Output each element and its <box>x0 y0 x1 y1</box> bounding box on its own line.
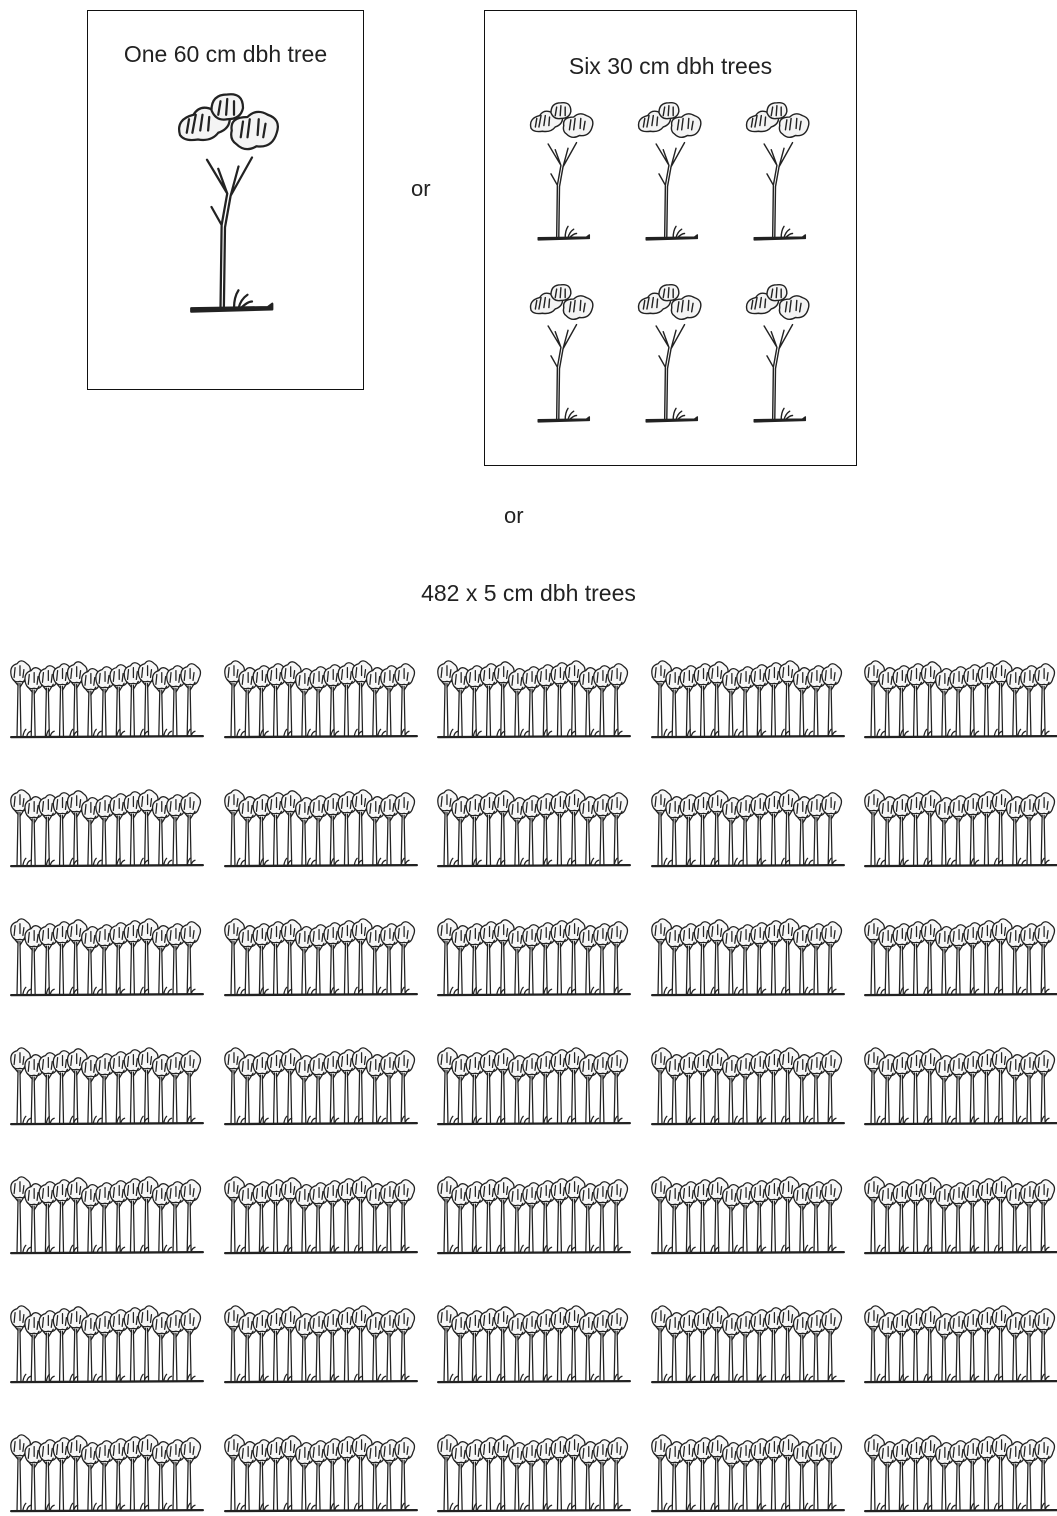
grove-icon-19 <box>649 1041 847 1129</box>
medium-tree-icon-6 <box>728 282 823 424</box>
grove-icon-8 <box>435 783 633 871</box>
separator-or-2: or <box>504 503 524 529</box>
grove-icon-22 <box>222 1170 420 1258</box>
single-tree-title: One 60 cm dbh tree <box>88 41 363 68</box>
six-trees-title: Six 30 cm dbh trees <box>485 53 856 80</box>
grove-icon-35 <box>862 1428 1057 1516</box>
large-tree-icon <box>150 90 300 315</box>
grove-icon-30 <box>862 1299 1057 1387</box>
medium-tree-icon-1 <box>512 100 607 242</box>
grove-icon-16 <box>8 1041 206 1129</box>
grove-icon-29 <box>649 1299 847 1387</box>
forest-title: 482 x 5 cm dbh trees <box>0 580 1057 607</box>
grove-icon-33 <box>435 1428 633 1516</box>
grove-icon-3 <box>435 654 633 742</box>
grove-icon-31 <box>8 1428 206 1516</box>
grove-icon-13 <box>435 912 633 1000</box>
grove-icon-6 <box>8 783 206 871</box>
grove-icon-23 <box>435 1170 633 1258</box>
grove-icon-20 <box>862 1041 1057 1129</box>
grove-icon-1 <box>8 654 206 742</box>
grove-icon-18 <box>435 1041 633 1129</box>
grove-icon-28 <box>435 1299 633 1387</box>
grove-icon-11 <box>8 912 206 1000</box>
grove-icon-2 <box>222 654 420 742</box>
grove-icon-17 <box>222 1041 420 1129</box>
grove-icon-7 <box>222 783 420 871</box>
grove-icon-14 <box>649 912 847 1000</box>
grove-icon-5 <box>862 654 1057 742</box>
grove-icon-24 <box>649 1170 847 1258</box>
grove-icon-34 <box>649 1428 847 1516</box>
grove-icon-4 <box>649 654 847 742</box>
separator-or-1: or <box>411 176 431 202</box>
grove-icon-15 <box>862 912 1057 1000</box>
grove-icon-27 <box>222 1299 420 1387</box>
medium-tree-icon-5 <box>620 282 715 424</box>
grove-icon-21 <box>8 1170 206 1258</box>
grove-icon-9 <box>649 783 847 871</box>
grove-icon-25 <box>862 1170 1057 1258</box>
medium-tree-icon-4 <box>512 282 607 424</box>
grove-icon-26 <box>8 1299 206 1387</box>
medium-tree-icon-3 <box>728 100 823 242</box>
medium-tree-icon-2 <box>620 100 715 242</box>
grove-icon-12 <box>222 912 420 1000</box>
grove-icon-32 <box>222 1428 420 1516</box>
grove-icon-10 <box>862 783 1057 871</box>
